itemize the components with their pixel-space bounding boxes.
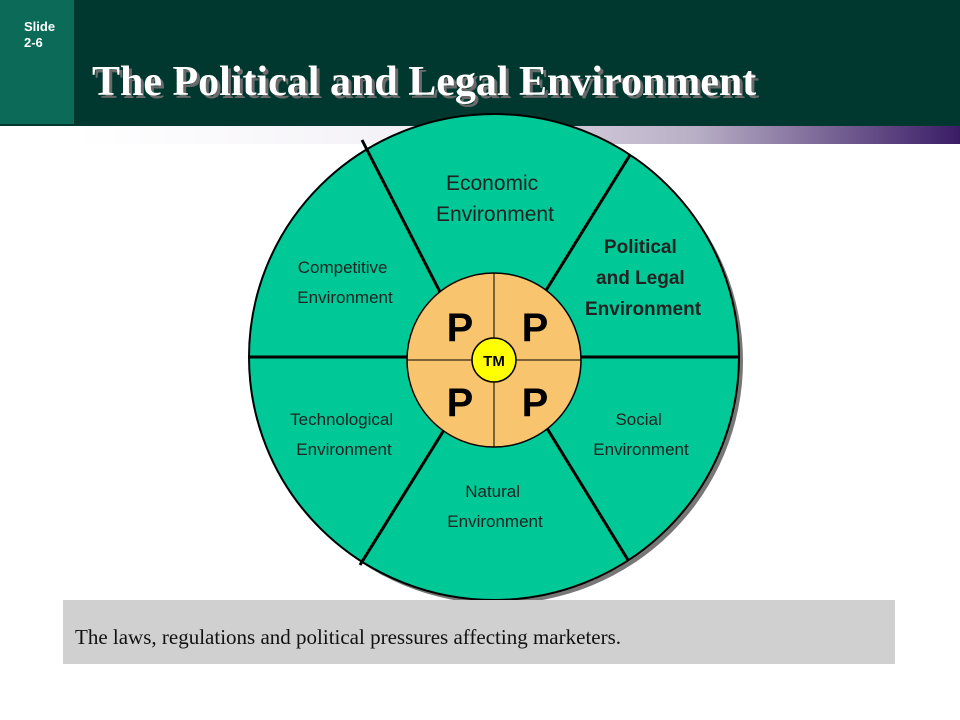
segment-social-label: Social Environment bbox=[593, 410, 689, 459]
title-bar bbox=[0, 0, 960, 126]
tm-badge bbox=[471, 337, 517, 383]
p-letter-bottom-left: P bbox=[447, 381, 474, 425]
segment-natural-label: Natural Environment bbox=[447, 482, 543, 531]
slide-number: Slide 2-6 bbox=[24, 19, 56, 50]
p-letter-top-left: P bbox=[447, 306, 474, 350]
p-letter-top-right: P bbox=[522, 306, 549, 350]
tm-badge-label: TM bbox=[483, 353, 505, 370]
caption-text: The laws, regulations and political pres… bbox=[75, 625, 622, 649]
divider-upper-left bbox=[360, 139, 442, 293]
segment-technological-label: Technological Environment bbox=[290, 410, 398, 459]
segment-competitive-label: Competitive Environment bbox=[297, 258, 393, 307]
divider-upper-right bbox=[543, 154, 632, 293]
slide-title: The Political and Legal Environment bbox=[92, 59, 757, 105]
p-letter-bottom-right: P bbox=[522, 381, 549, 425]
divider-lower-right bbox=[543, 424, 630, 561]
segment-political-legal-label: Political and Legal Environment bbox=[585, 237, 702, 320]
slide-number-box: Slide 2-6 bbox=[0, 0, 74, 124]
caption-box: The laws, regulations and political pres… bbox=[63, 600, 895, 664]
divider-lower-left bbox=[358, 429, 446, 566]
segment-economic-label: Economic Environment bbox=[436, 172, 554, 226]
